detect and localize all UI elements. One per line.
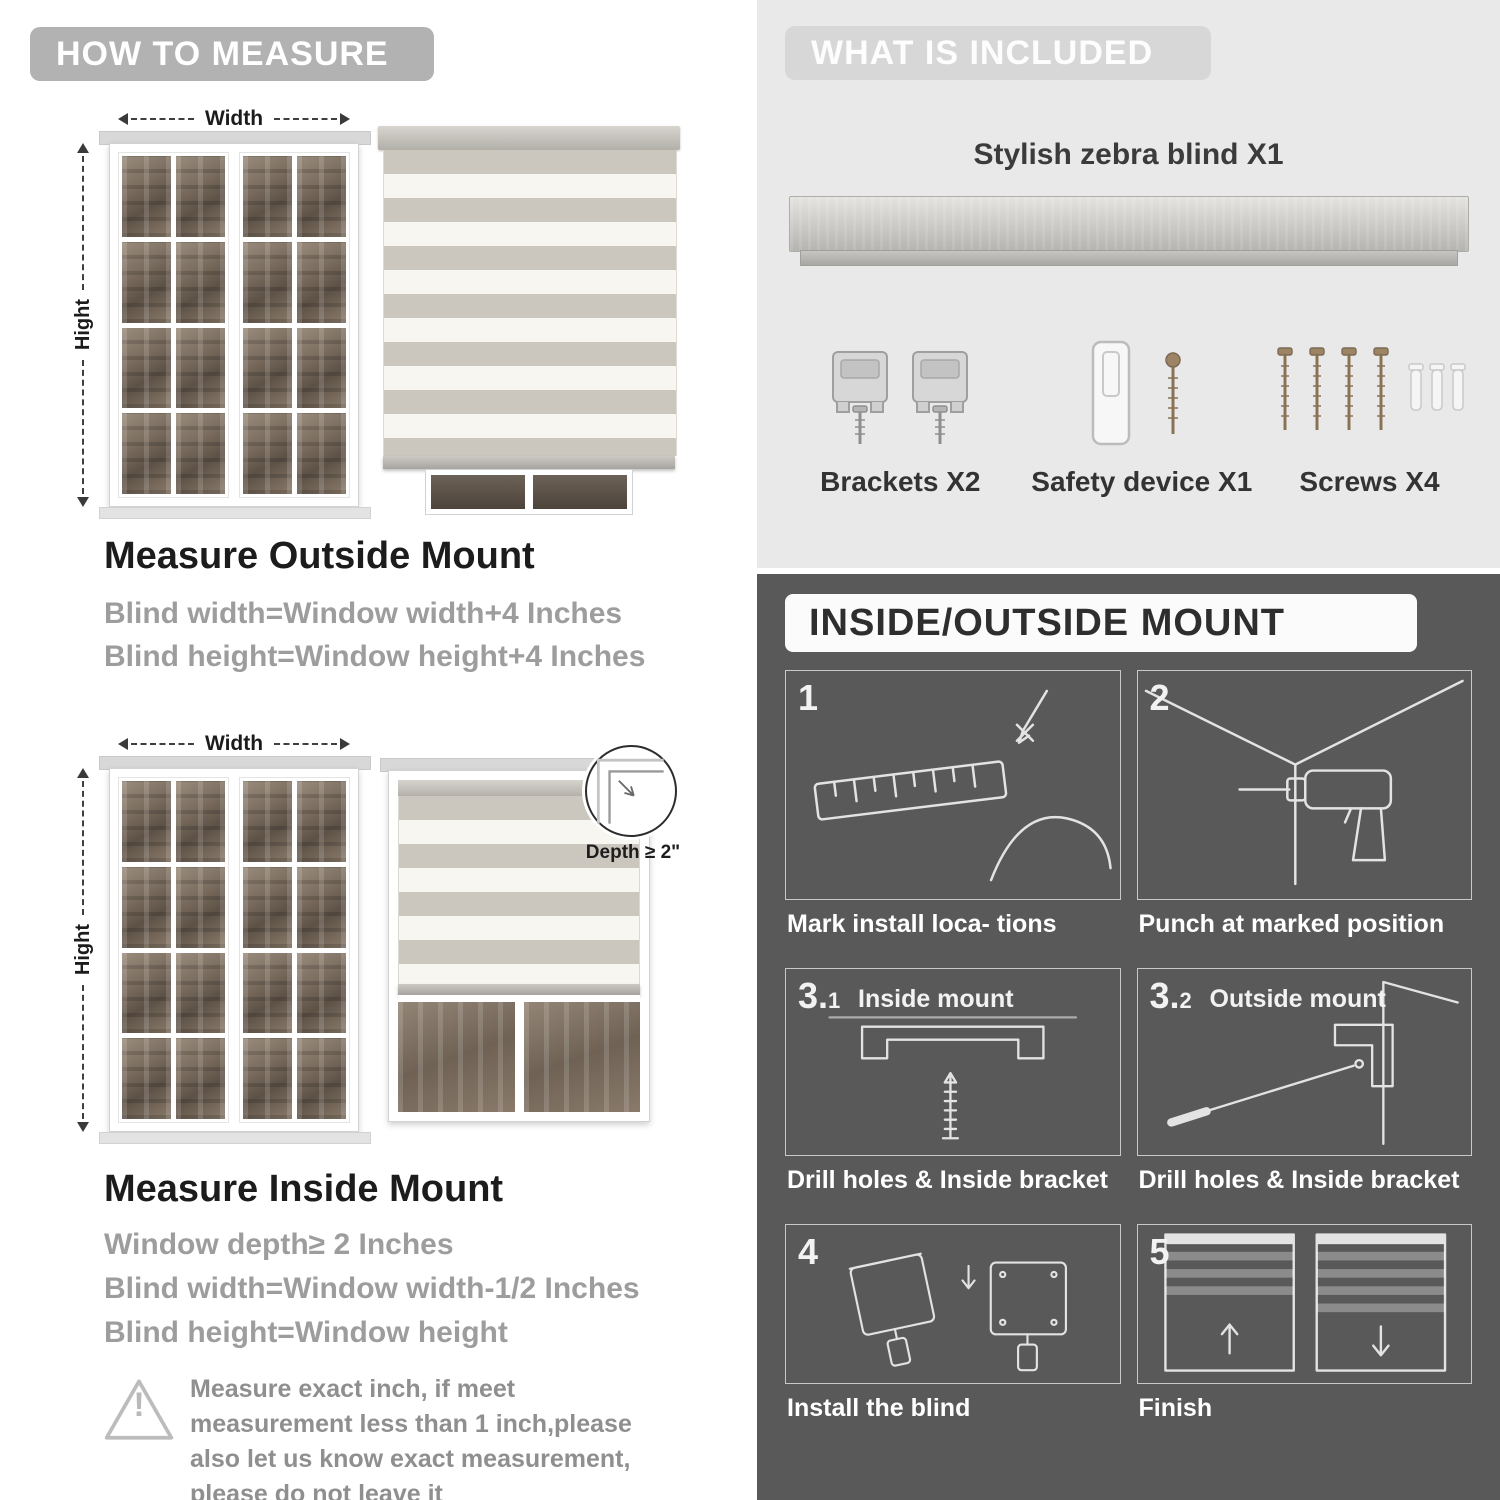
- window-behind-blind: [425, 469, 633, 515]
- warning-icon: !: [102, 1376, 182, 1448]
- step-caption: Mark install loca- tions: [787, 910, 1057, 938]
- step-number: 1: [798, 677, 819, 718]
- height-arrow-inside: Hight: [72, 768, 94, 1132]
- what-is-included-section: WHAT IS INCLUDED Stylish zebra blind X1: [757, 0, 1500, 568]
- width-label: Width: [204, 107, 264, 130]
- arrow-down-icon: [77, 1122, 89, 1132]
- blind-bottom-rail: [398, 984, 640, 995]
- step-caption: Install the blind: [787, 1394, 971, 1422]
- window-ledge: [99, 1132, 371, 1144]
- blind-stripes: [383, 150, 677, 456]
- bracket-icon: [912, 351, 969, 444]
- included-items-row: Brackets X2 Safety device X1: [783, 318, 1473, 498]
- width-arrow-inside: Width: [118, 732, 350, 755]
- step-number: 3.1: [798, 975, 841, 1016]
- window-sash: [118, 152, 229, 498]
- measurement-note: Measure exact inch, if meet measurement …: [190, 1375, 632, 1500]
- step-caption: Drill holes & Inside bracket: [1138, 1166, 1460, 1194]
- width-label: Width: [204, 732, 264, 755]
- included-item-brackets: Brackets X2: [783, 318, 1018, 498]
- warning-exclamation: !: [133, 1386, 145, 1424]
- inside-mount-heading: Measure Inside Mount: [104, 1168, 504, 1210]
- arrow-right-icon: [340, 113, 350, 125]
- inside-mount-line-1: Window depth≥ 2 Inches: [104, 1228, 454, 1261]
- bracket-icon: [832, 351, 889, 444]
- mount-step-4: 4: [785, 1224, 1121, 1452]
- arrow-left-icon: [118, 738, 128, 750]
- window-ledge: [99, 507, 371, 519]
- brackets-label: Brackets X2: [820, 466, 981, 497]
- blind-cassette: [398, 780, 640, 796]
- step-5-illustration-finish-icon: [1163, 1233, 1446, 1372]
- inside-mount-line-2: Blind width=Window width-1/2 Inches: [104, 1272, 640, 1305]
- window-sash: [239, 152, 350, 498]
- arrow-left-icon: [118, 113, 128, 125]
- included-item-screws: Screws X4: [1266, 318, 1473, 498]
- window-glass-below-blind: [398, 995, 640, 1112]
- window-sash: [239, 777, 350, 1123]
- step-number: 2: [1149, 677, 1170, 718]
- step-caption: Drill holes & Inside bracket: [787, 1166, 1108, 1194]
- wall-anchors: [1408, 363, 1467, 411]
- step-1-illustration-mark-icon: [813, 689, 1112, 882]
- section-header-mount: INSIDE/OUTSIDE MOUNT: [785, 594, 1417, 652]
- step-2-illustration-drill-icon: [1144, 679, 1464, 886]
- window-illustration-outside: [109, 143, 359, 507]
- outside-mount-line-2: Blind height=Window height+4 Inches: [104, 640, 646, 673]
- headrail-lip: [800, 250, 1458, 266]
- zebra-blind-headrail-image: [789, 196, 1469, 266]
- step-caption: Punch at marked position: [1138, 910, 1445, 938]
- step-number: 5: [1149, 1231, 1170, 1272]
- step-inner-label: Inside mount: [858, 985, 1014, 1013]
- step-3-1-illustration-inside-bracket-icon: [828, 1016, 1078, 1140]
- step-4-illustration-install-icon: [848, 1252, 1067, 1372]
- zebra-blind-illustration-outside: [378, 126, 680, 515]
- mount-step-3-2: 3.2 Outside mount Drill holes & Inside b…: [1136, 968, 1472, 1224]
- mount-step-2: 2 Punch at marked position: [1136, 670, 1472, 968]
- section-header-how-to-measure: HOW TO MEASURE: [30, 27, 434, 81]
- inside-outside-mount-section: INSIDE/OUTSIDE MOUNT 1: [757, 574, 1500, 1500]
- depth-label: Depth ≥ 2": [585, 842, 681, 863]
- outside-mount-heading: Measure Outside Mount: [104, 535, 535, 577]
- step-3-2-illustration-outside-bracket-icon: [1166, 980, 1459, 1146]
- height-arrow-outside: Hight: [72, 143, 94, 507]
- mount-step-5: 5: [1136, 1224, 1472, 1452]
- inside-mount-line-3: Blind height=Window height: [104, 1316, 508, 1349]
- how-to-measure-section: HOW TO MEASURE Width Hight: [30, 27, 681, 1500]
- arrow-down-icon: [77, 497, 89, 507]
- window-corner-detail-icon: [596, 758, 664, 824]
- blind-cassette: [378, 126, 680, 150]
- step-inner-label: Outside mount: [1209, 985, 1386, 1013]
- window-sash: [118, 777, 229, 1123]
- outside-mount-line-1: Blind width=Window width+4 Inches: [104, 597, 623, 630]
- height-label: Hight: [71, 299, 94, 351]
- arrow-right-icon: [340, 738, 350, 750]
- blind-bottom-rail: [383, 456, 675, 469]
- mount-step-3-1: 3.1 Inside mount Drill holes & Ins: [785, 968, 1121, 1224]
- mount-steps-grid: 1 Mark install: [785, 670, 1472, 1452]
- step-caption: Finish: [1138, 1394, 1213, 1422]
- height-label: Hight: [71, 924, 94, 976]
- safety-device-label: Safety device X1: [1031, 466, 1253, 497]
- included-item-safety-device: Safety device X1: [1018, 318, 1266, 498]
- step-number: 4: [798, 1231, 819, 1272]
- blind-stripes: [398, 796, 640, 984]
- screws-label: Screws X4: [1299, 466, 1440, 497]
- blind-product-label: Stylish zebra blind X1: [973, 138, 1284, 171]
- width-arrow-outside: Width: [118, 107, 350, 130]
- depth-detail-circle: [585, 745, 677, 837]
- mount-step-1: 1 Mark install: [785, 670, 1121, 968]
- section-header-what-is-included: WHAT IS INCLUDED: [785, 26, 1211, 80]
- safety-device-icon: [1091, 340, 1181, 446]
- arrow-up-icon: [77, 768, 89, 778]
- window-illustration-inside: [109, 768, 359, 1132]
- screws-icon: [1277, 347, 1467, 430]
- step-number: 3.2: [1149, 975, 1192, 1016]
- arrow-up-icon: [77, 143, 89, 153]
